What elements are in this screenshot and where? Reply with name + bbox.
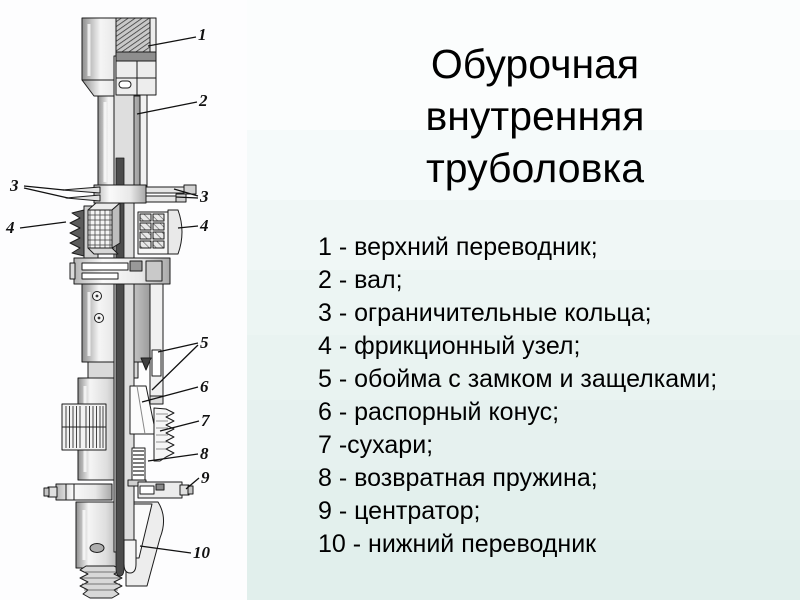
slide-title-line-1: Обурочная xyxy=(430,41,640,87)
parts-list-item-1: 1 - верхний переводник; xyxy=(318,233,598,261)
parts-list-item-7: 7 -сухари; xyxy=(318,431,434,459)
callout-2: 2 xyxy=(199,91,208,110)
figure-panel: 1 2 3 3 4 4 5 6 7 8 9 10 xyxy=(0,0,247,600)
slide-title-line-3: труболовка xyxy=(425,145,645,191)
parts-list-item-9: 9 - центратор; xyxy=(318,497,481,525)
parts-list-item-4: 4 - фрикционный узел; xyxy=(318,332,581,360)
slide-title: Обурочная внутренняя труболовка xyxy=(368,38,702,194)
callout-4-left: 4 xyxy=(6,218,15,237)
callout-9: 9 xyxy=(201,468,210,487)
tube-catcher-diagram xyxy=(19,17,200,599)
parts-list-item-6: 6 - распорный конус; xyxy=(318,398,560,426)
parts-list-item-8: 8 - возвратная пружина; xyxy=(318,464,598,492)
callout-4-right: 4 xyxy=(200,216,209,235)
parts-list-item-3: 3 - ограничительные кольца; xyxy=(318,299,652,327)
callout-3-left: 3 xyxy=(10,176,19,195)
callout-6: 6 xyxy=(200,377,209,396)
callout-3-right: 3 xyxy=(200,187,209,206)
parts-list: 1 - верхний переводник; 2 - вал; 3 - огр… xyxy=(318,231,778,561)
parts-list-item-10: 10 - нижний переводник xyxy=(318,530,597,558)
parts-list-item-2: 2 - вал; xyxy=(318,266,403,294)
callout-10: 10 xyxy=(193,543,210,562)
callout-8: 8 xyxy=(200,444,209,463)
parts-list-item-5: 5 - обойма с замком и защелками; xyxy=(318,365,718,393)
callout-7: 7 xyxy=(201,411,210,430)
callout-1: 1 xyxy=(198,25,207,44)
callout-5: 5 xyxy=(200,333,209,352)
slide-title-line-2: внутренняя xyxy=(425,93,645,139)
